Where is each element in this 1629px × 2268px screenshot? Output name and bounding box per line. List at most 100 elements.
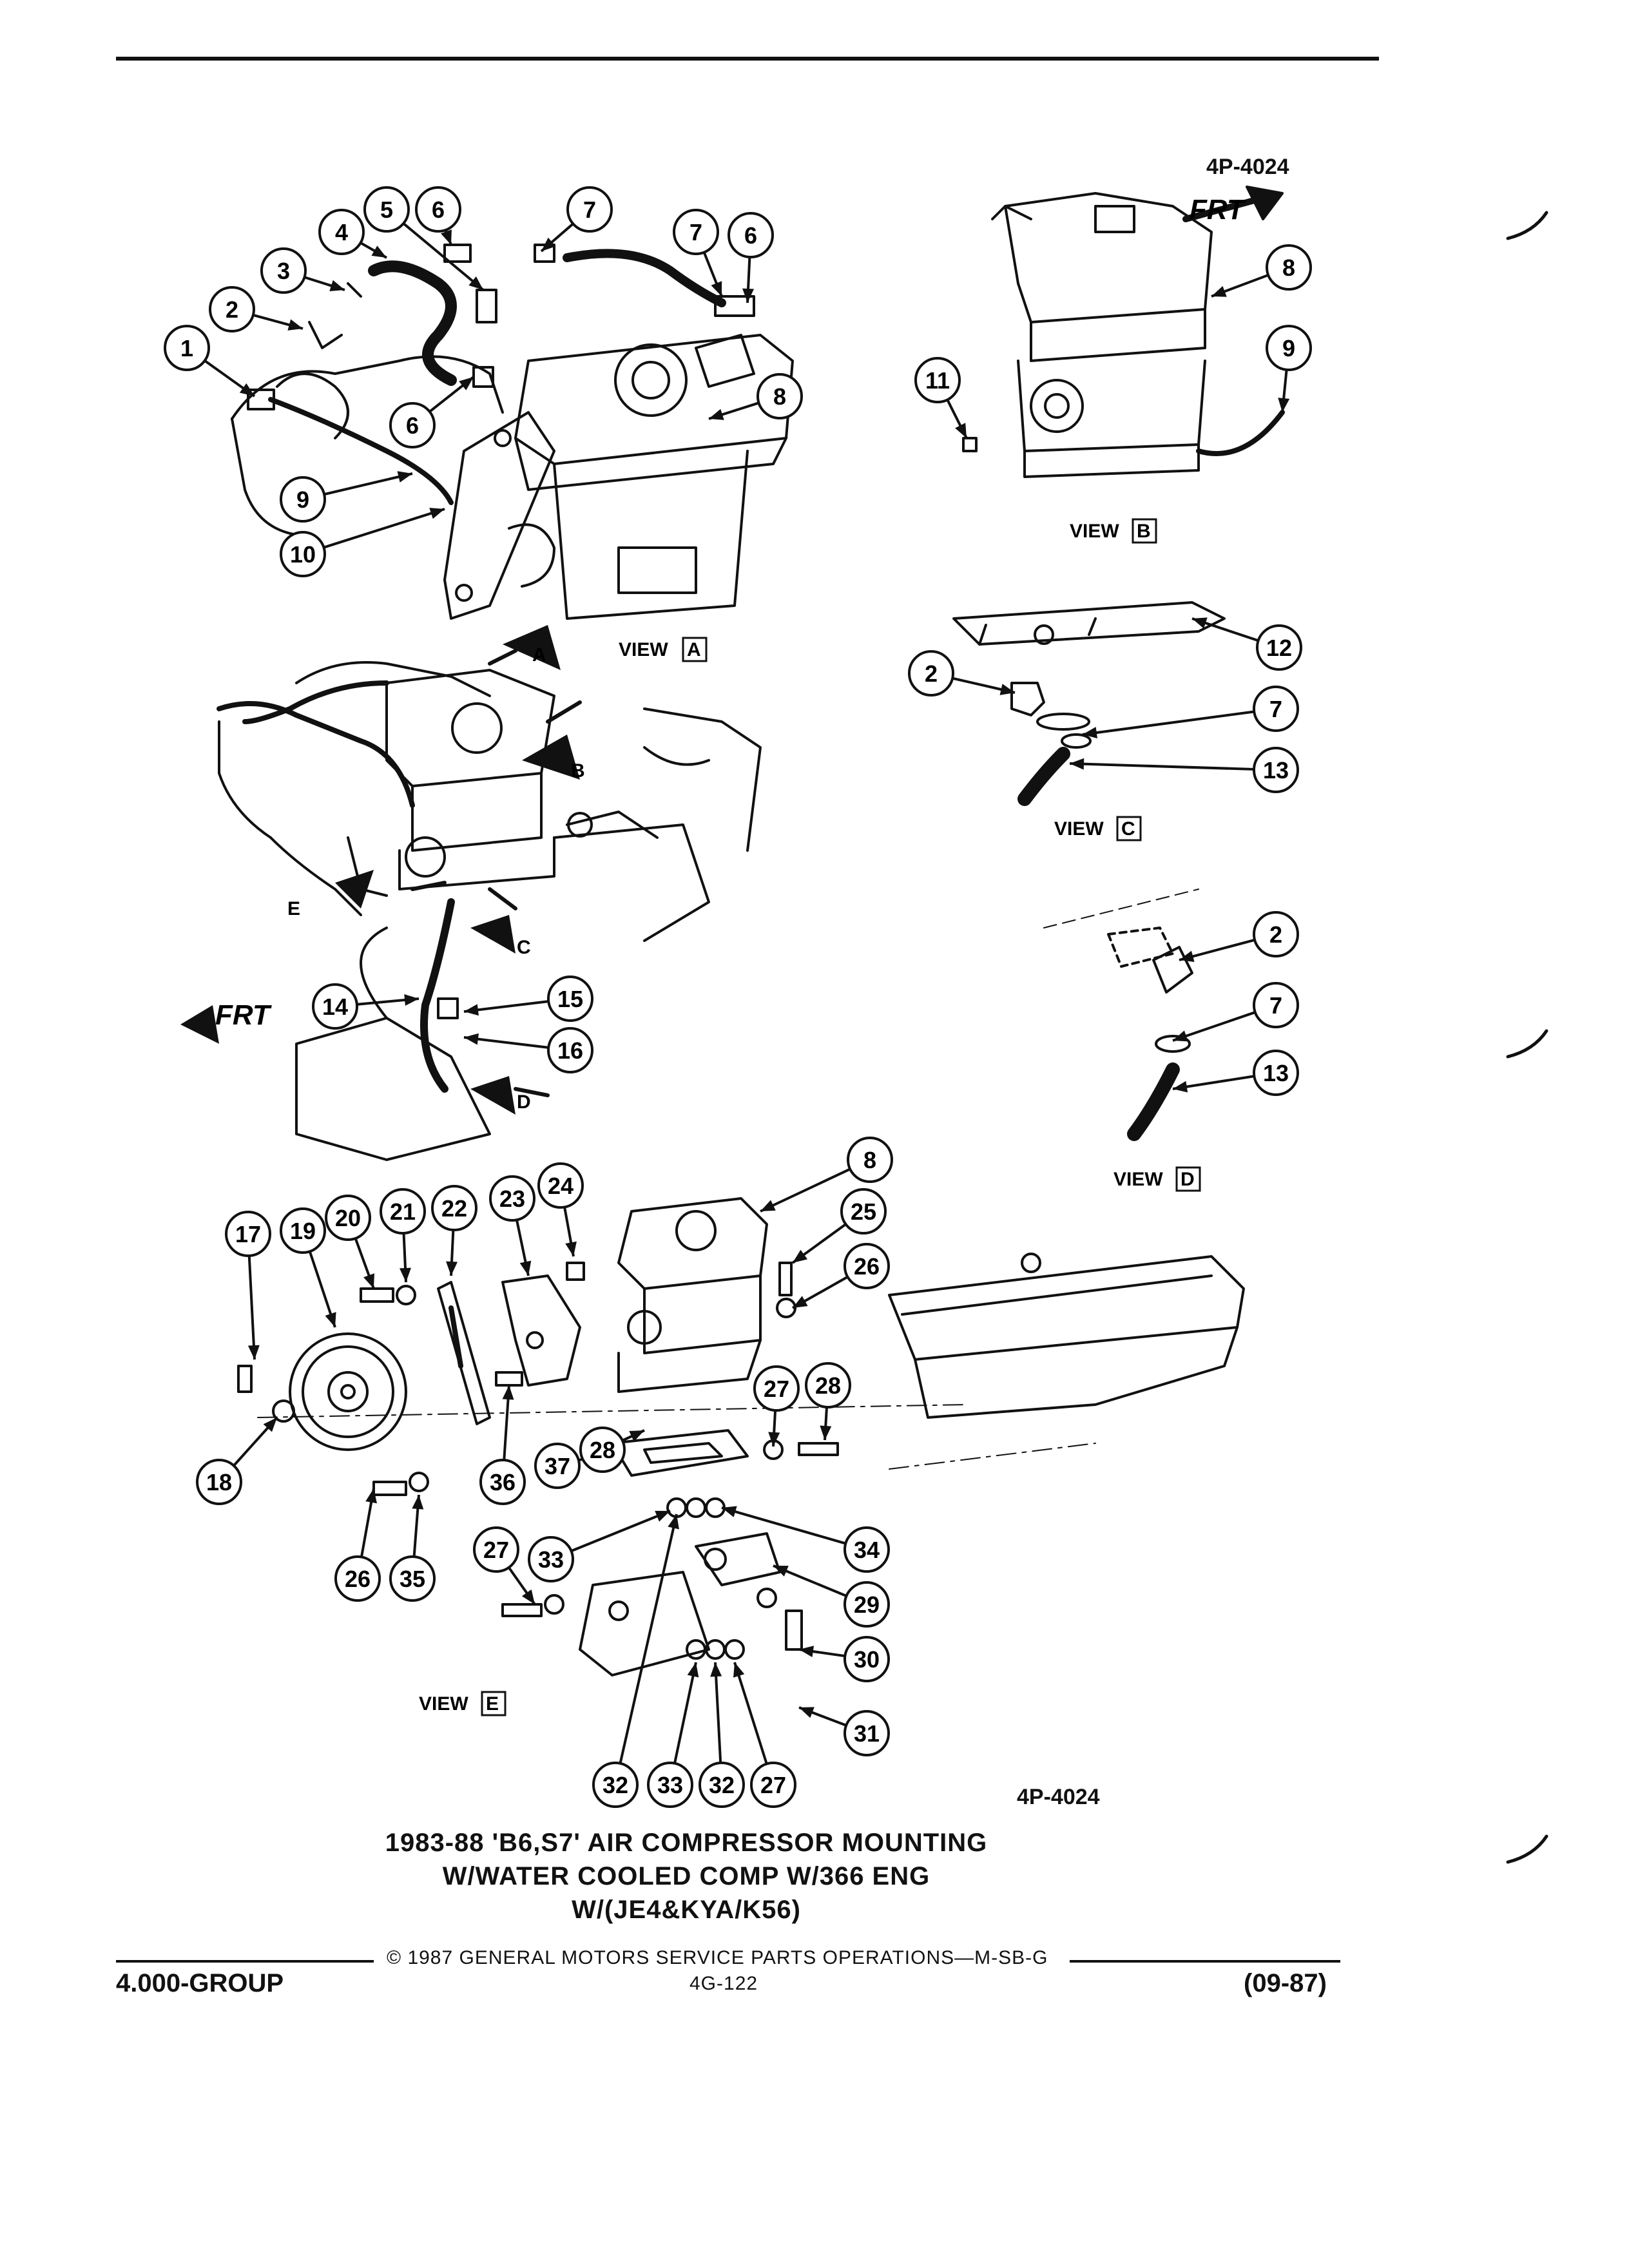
callout-arrowhead (363, 1273, 374, 1289)
frt-label-view-b: FRT (1190, 194, 1246, 226)
copyright-line: © 1987 GENERAL MOTORS SERVICE PARTS OPER… (387, 1947, 1048, 1968)
top-rule (116, 57, 1379, 61)
callout-view-d-7: 7 (1172, 982, 1299, 1042)
callout-view-e-31: 31 (798, 1706, 890, 1756)
callout-circle (843, 1636, 890, 1682)
callout-main-14: 14 (312, 983, 419, 1030)
callout-view-e-27: 27 (473, 1526, 536, 1606)
callout-circle (847, 1137, 893, 1183)
callout-view-a-9: 9 (280, 471, 413, 523)
callout-number: 25 (851, 1198, 876, 1225)
title-line-2: W/WATER COOLED COMP W/366 ENG (442, 1862, 930, 1890)
callout-arrowhead (733, 1662, 745, 1678)
callout-arrowhead (412, 1495, 424, 1510)
callout-circle (1253, 1050, 1299, 1096)
callout-circle (164, 325, 210, 371)
callout-leader (1069, 762, 1255, 771)
callout-view-a-2: 2 (209, 286, 304, 332)
callout-number: 2 (226, 296, 238, 323)
callout-circle (840, 1188, 887, 1235)
callout-arrowhead (709, 408, 724, 420)
callout-view-c-2: 2 (908, 650, 1016, 697)
callout-number: 31 (854, 1720, 880, 1747)
callout-arrowhead (239, 383, 255, 396)
callout-arrowhead (325, 1312, 336, 1327)
callout-circle (528, 1536, 574, 1582)
callout-number: 12 (1266, 635, 1292, 661)
callout-circle (318, 209, 365, 255)
callout-leader (570, 1510, 671, 1553)
callout-number: 1 (180, 335, 193, 361)
view-e-word: VIEW (419, 1693, 468, 1715)
date-code: (09-87) (1244, 1969, 1327, 1997)
callout-view-a-7: 7 (540, 186, 613, 253)
callout-leader (1082, 710, 1255, 736)
callout-view-e-23: 23 (489, 1175, 535, 1276)
view-d-drawing (1043, 889, 1199, 1141)
callout-number: 32 (602, 1772, 628, 1798)
arrow-label-b: B (571, 760, 585, 782)
callout-arrowhead (1211, 285, 1227, 297)
callout-number: 13 (1263, 1060, 1289, 1086)
callout-view-e-33: 33 (528, 1510, 671, 1582)
callout-circle (699, 1762, 745, 1808)
callout-circle (534, 1443, 581, 1489)
view-c-word: VIEW (1054, 818, 1104, 840)
callout-number: 6 (432, 197, 445, 223)
callout-view-a-8: 8 (708, 373, 803, 420)
callout-view-c-13: 13 (1069, 747, 1299, 793)
callout-circle (209, 286, 255, 332)
callout-circle (479, 1459, 526, 1505)
callout-number: 27 (483, 1537, 509, 1563)
callout-view-e-28: 28 (579, 1427, 645, 1473)
callout-number: 27 (764, 1376, 789, 1402)
callout-number: 8 (1282, 255, 1295, 281)
callout-arrowhead (760, 1200, 776, 1211)
callout-arrowhead (655, 1510, 670, 1522)
callout-arrowhead (799, 1707, 815, 1718)
callout-arrowhead (521, 1589, 535, 1604)
callout-arrowhead (1173, 1081, 1188, 1093)
callout-circle (280, 1207, 326, 1254)
callout-arrowhead (999, 684, 1015, 695)
callout-arrowhead (1083, 727, 1097, 739)
callout-arrowhead (371, 245, 387, 258)
callout-view-e-17: 17 (225, 1211, 271, 1360)
callout-circle (547, 975, 593, 1022)
callout-view-a-1: 1 (164, 325, 256, 398)
callout-number: 9 (1282, 335, 1295, 361)
callout-view-e-30: 30 (798, 1636, 890, 1682)
callout-circle (473, 1526, 519, 1573)
frt-label-main: FRT (215, 999, 272, 1031)
view-a-drawing (231, 186, 1284, 620)
callout-arrowhead (1070, 758, 1084, 770)
view-b-word: VIEW (1070, 521, 1119, 542)
callout-arrowhead (565, 1241, 577, 1256)
callout-view-e-22: 22 (431, 1185, 477, 1276)
callout-view-e-20: 20 (325, 1195, 375, 1289)
callout-number: 10 (290, 541, 316, 568)
callout-leader (463, 1036, 549, 1049)
callout-circle (260, 247, 307, 294)
callout-circle (1253, 982, 1299, 1028)
callout-view-e-27: 27 (753, 1365, 800, 1447)
view-a-word: VIEW (619, 639, 668, 660)
callout-arrowhead (1173, 1030, 1188, 1042)
callout-arrowhead (1179, 950, 1195, 963)
view-a-letter: A (687, 639, 701, 660)
callout-circle (908, 650, 954, 697)
callout-view-a-4: 4 (318, 209, 387, 259)
callout-arrowhead (768, 1432, 780, 1446)
callout-circle (1266, 325, 1312, 371)
callout-view-e-21: 21 (380, 1188, 426, 1283)
callout-arrowhead (519, 1260, 532, 1276)
callout-arrowhead (710, 1662, 722, 1677)
callout-circle (566, 186, 613, 233)
callout-view-e-35: 35 (389, 1494, 436, 1602)
callout-number: 27 (760, 1772, 786, 1798)
callout-number: 30 (854, 1646, 880, 1673)
callout-arrowhead (742, 288, 755, 303)
callout-view-e-18: 18 (196, 1416, 278, 1505)
callout-arrowhead (441, 229, 452, 245)
